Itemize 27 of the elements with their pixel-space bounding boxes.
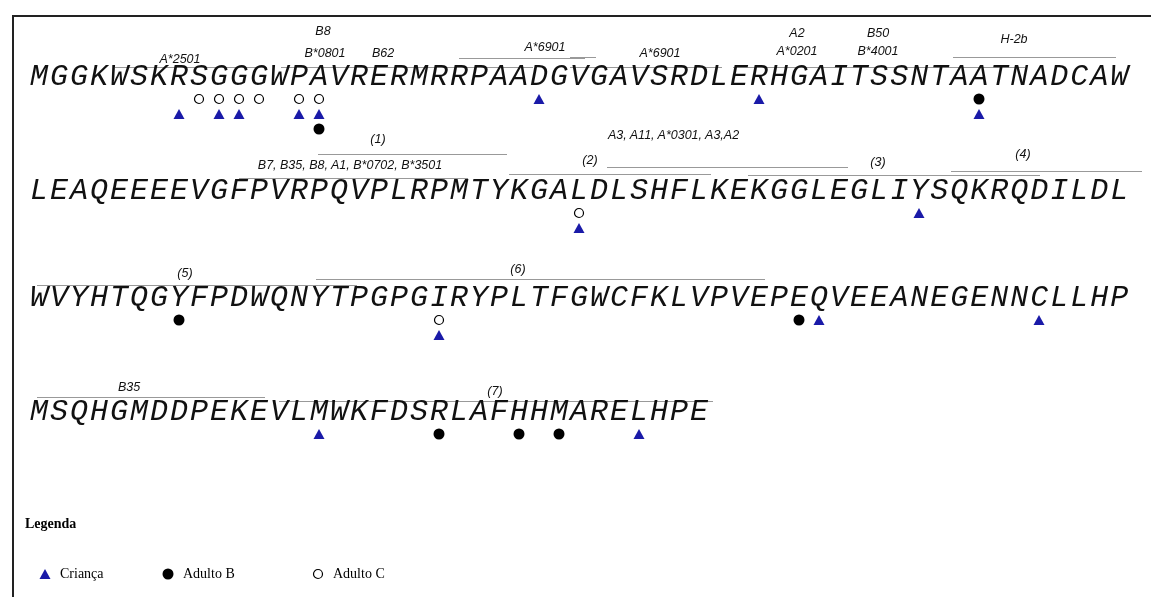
legend-title: Legenda — [25, 516, 77, 532]
epitope-label: A3, A11, A*0301, A3,A2 — [608, 128, 741, 143]
epitope-label: B50 — [866, 26, 890, 41]
epitope-label: (6) — [510, 262, 526, 277]
epitope-label: B62 — [371, 46, 395, 61]
epitope-label: (4) — [1015, 147, 1031, 162]
epitope-label: A*6901 — [639, 46, 681, 61]
epitope-label: (7) — [487, 384, 503, 399]
epitope-label: B35 — [117, 380, 141, 395]
epitope-label: (1) — [370, 132, 386, 147]
legend-label: Criança — [60, 566, 104, 582]
epitope-label: B7, B35, B8, A1, B*0702, B*3501 — [257, 158, 443, 173]
amino-acid-sequence: WVYHTQGYFPDWQNYTPGPGIRYPLTFGWCFKLVPVEPEQVEEANEGENNCLLHP — [30, 283, 1131, 313]
epitope-label: A*0201 — [776, 44, 818, 59]
epitope-label: B*4001 — [857, 44, 899, 59]
legend-label: Adulto C — [333, 566, 385, 582]
epitope-label: (5) — [177, 266, 193, 281]
legend-label: Adulto B — [183, 566, 235, 582]
epitope-label: (2) — [582, 153, 598, 168]
amino-acid-sequence: LEAQEEEEVGFPVRPQVPLRPMTYKGALDLSHFLKEKGGLEGLIYSQKRQDILDL — [30, 176, 1131, 206]
amino-acid-sequence: MSQHGMDDPEKEVLMWKFDSRLAFHHMARELHPE — [30, 397, 711, 427]
epitope-label: A*6901 — [524, 40, 566, 55]
epitope-label: A2 — [789, 26, 805, 41]
epitope-label: (3) — [870, 155, 886, 170]
epitope-label: B*0801 — [304, 46, 346, 61]
epitope-label: H-2b — [1000, 32, 1028, 47]
epitope-label: B8 — [315, 24, 331, 39]
